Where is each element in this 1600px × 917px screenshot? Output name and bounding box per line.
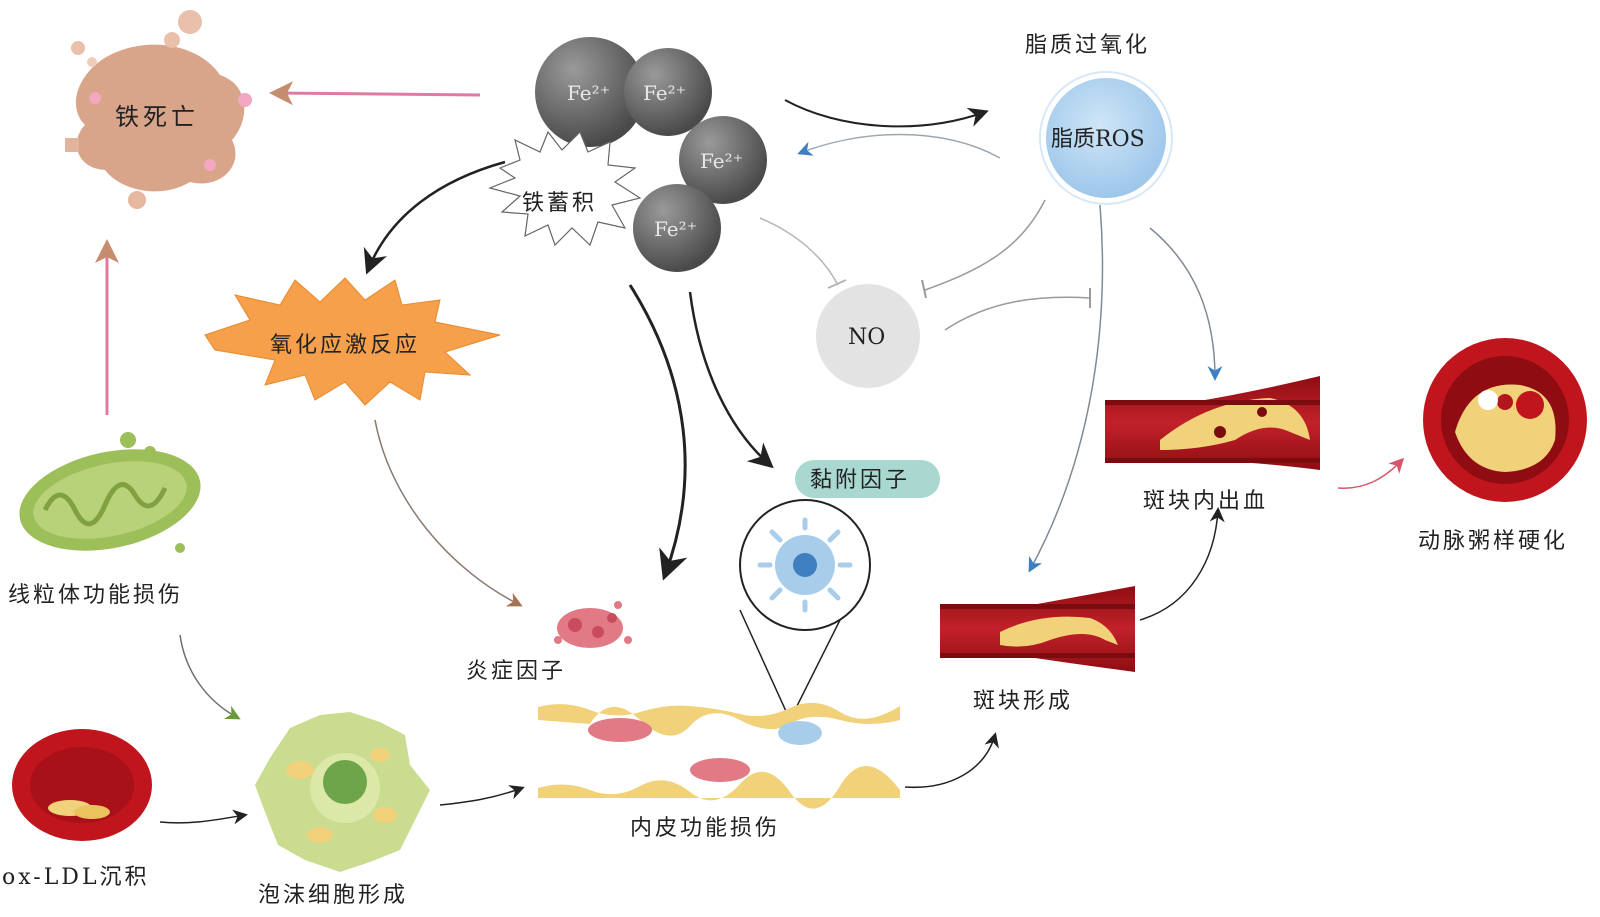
blood-vessel-hemorrhage-icon <box>1105 376 1320 470</box>
foam-cell-label: 泡沫细胞形成 <box>258 883 408 908</box>
arrow-mitochondria-to-foam-cell <box>179 634 241 720</box>
endothelium-icon <box>538 702 900 809</box>
artery-cross-section-icon <box>1423 338 1587 502</box>
lipid-peroxidation-label: 脂质过氧化 <box>1025 33 1150 58</box>
arrow-lipid-ros-to-hemorrhage <box>1149 227 1223 381</box>
atherosclerosis-label: 动脉粥样硬化 <box>1418 529 1568 554</box>
iron-ion-label-2: Fe²⁺ <box>643 81 686 105</box>
no-circle <box>816 284 920 388</box>
ferroptotic-cell-icon <box>65 10 252 209</box>
inflammatory-cell-icon <box>554 601 632 648</box>
arrow-foam-cell-to-endothelium <box>439 785 525 806</box>
inhibit-bar-ros <box>921 279 927 299</box>
lipid-ros-circle <box>1042 74 1170 202</box>
oxldl-label: ox-LDL沉积 <box>2 865 150 890</box>
arrow-iron-to-adhesion-factor <box>688 291 774 469</box>
arrow-endothelium-to-plaque <box>904 732 999 789</box>
lipid-ros-label: 脂质ROS <box>1051 127 1145 152</box>
no-label: NO <box>848 325 885 350</box>
inflammatory-factor-label: 炎症因子 <box>466 659 566 684</box>
ferroptosis-label: 铁死亡 <box>115 103 199 131</box>
plaque-hemorrhage-label: 斑块内出血 <box>1143 489 1268 514</box>
arrow-oxidative-stress-to-inflammation <box>374 419 523 607</box>
iron-ion-icon <box>535 37 767 272</box>
arrow-iron-to-endothelium <box>628 284 688 581</box>
macrophage-icon <box>757 517 853 613</box>
inhibit-no-to-plaque <box>944 296 1091 331</box>
foam-cell-icon <box>255 712 430 872</box>
oxidative-stress-burst <box>204 277 501 406</box>
adhesion-factor-pill <box>795 460 940 498</box>
iron-ion-label-4: Fe²⁺ <box>654 217 697 241</box>
mitochondrion-icon <box>19 432 201 553</box>
red-blood-cell-icon <box>12 729 152 841</box>
inhibit-lipid-ros-to-no <box>924 199 1046 291</box>
lipid-ros-ring <box>1039 71 1173 205</box>
iron-accumulation-burst <box>488 130 642 247</box>
mitochondrial-damage-label: 线粒体功能损伤 <box>8 583 183 608</box>
iron-ion-label-1: Fe²⁺ <box>567 81 610 105</box>
arrow-lipid-ros-to-iron <box>797 133 1001 159</box>
iron-ion-label-3: Fe²⁺ <box>700 149 743 173</box>
arrow-iron-to-lipid-ros <box>784 99 989 128</box>
arrow-lipid-ros-to-plaque <box>1028 204 1104 573</box>
arrow-iron-to-ferroptosis <box>269 81 481 106</box>
blood-vessel-icon <box>940 586 1135 672</box>
endothelial-damage-label: 内皮功能损伤 <box>630 816 780 841</box>
arrow-hemorrhage-to-atherosclerosis <box>1337 457 1405 489</box>
arrow-iron-to-oxidative-stress <box>363 160 506 275</box>
oxidative-stress-label: 氧化应激反应 <box>270 333 420 358</box>
inhibit-bar-no <box>827 279 847 289</box>
arrow-plaque-to-hemorrhage <box>1139 507 1225 621</box>
inhibit-iron-to-no <box>759 217 839 286</box>
plaque-formation-label: 斑块形成 <box>973 689 1073 714</box>
arrow-oxldl-to-foam-cell <box>159 809 248 825</box>
iron-accumulation-label: 铁蓄积 <box>522 191 597 216</box>
adhesion-factor-label: 黏附因子 <box>810 468 910 493</box>
